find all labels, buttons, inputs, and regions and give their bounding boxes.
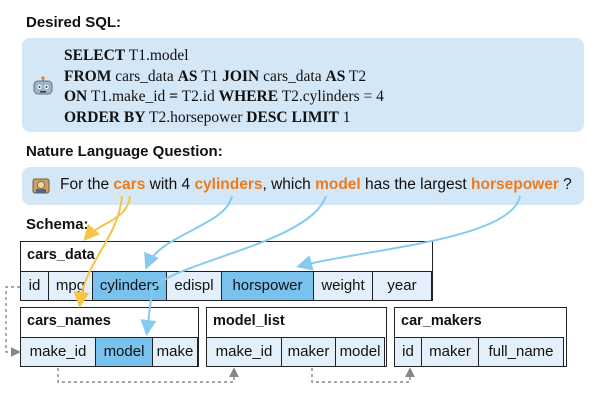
link-cars-to-cars-data <box>83 195 131 242</box>
model-list-columns: make_id maker model <box>206 337 385 367</box>
keyword-model: model <box>315 176 361 193</box>
column-model: model <box>95 337 153 367</box>
column-year: year <box>372 271 432 301</box>
sql-heading: Desired SQL: <box>26 14 122 31</box>
keyword-cylinders: cylinders <box>194 176 263 193</box>
keyword-cars: cars <box>113 176 146 193</box>
question-box: For the cars with 4 cylinders, which mod… <box>22 167 584 205</box>
sql-box: SELECT T1.model FROM cars_data AS T1 JOI… <box>22 38 584 132</box>
cars-data-columns: id mpg cylinders edispl horspower weight… <box>20 271 432 301</box>
column-weight: weight <box>313 271 373 301</box>
sql-line-1: SELECT T1.model <box>64 47 189 64</box>
column-full-name: full_name <box>478 337 564 367</box>
column-make-id: make_id <box>20 337 96 367</box>
column-make-id: make_id <box>206 337 282 367</box>
column-horspower: horspower <box>221 271 314 301</box>
question-text: For the cars with 4 cylinders, which mod… <box>60 176 572 193</box>
keyword-horsepower: horsepower <box>471 176 559 193</box>
link-model <box>140 195 327 336</box>
table-name-model-list: model_list <box>213 313 285 329</box>
link-cylinders <box>144 195 233 270</box>
column-maker: maker <box>421 337 479 367</box>
column-model: model <box>335 337 385 367</box>
car-makers-columns: id maker full_name <box>394 337 564 367</box>
link-cars-to-cars-names <box>73 195 123 308</box>
fk-link-maker-to-car-makers <box>311 367 415 383</box>
sql-line-4: ORDER BY T2.horsepower DESC LIMIT 1 <box>64 108 351 126</box>
robot-icon <box>33 76 53 95</box>
fk-link-make-to-model-list <box>57 367 239 383</box>
table-name-car-makers: car_makers <box>401 313 482 329</box>
question-heading: Nature Language Question: <box>26 143 223 160</box>
fk-link-id-make-id <box>5 286 21 357</box>
column-id: id <box>20 271 49 301</box>
schema-heading: Schema: <box>26 216 89 233</box>
table-name-cars-data: cars_data <box>27 247 95 263</box>
cars-names-columns: make_id model make <box>20 337 198 367</box>
link-horsepower <box>296 195 521 271</box>
column-make: make <box>152 337 198 367</box>
table-name-cars-names: cars_names <box>27 313 111 329</box>
column-id: id <box>394 337 422 367</box>
column-maker: maker <box>281 337 336 367</box>
sql-line-2: FROM cars_data AS T1 JOIN cars_data AS T… <box>64 67 367 85</box>
sql-line-3: ON T1.make_id = T2.id WHERE T2.cylinders… <box>64 88 384 105</box>
column-mpg: mpg <box>48 271 93 301</box>
sql-text: SELECT T1.model FROM cars_data AS T1 JOI… <box>64 46 384 128</box>
user-icon <box>32 178 50 194</box>
